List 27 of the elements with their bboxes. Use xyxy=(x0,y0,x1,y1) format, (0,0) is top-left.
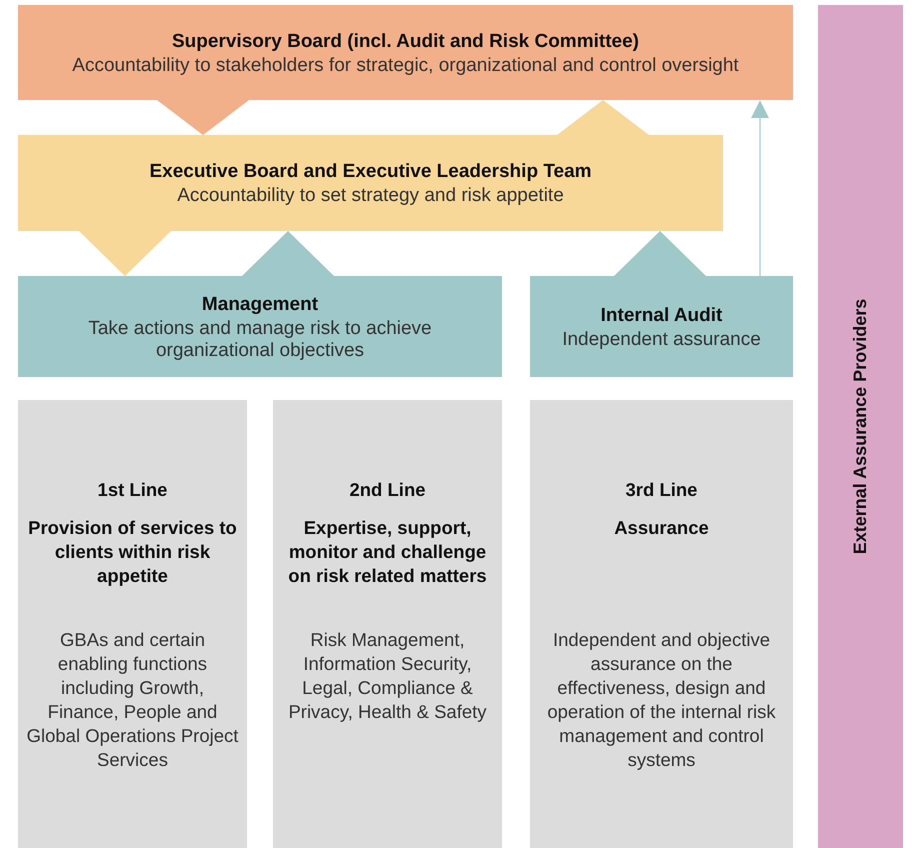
box-title: Management xyxy=(202,292,318,316)
column-description: Risk Management, Information Security, Legal, Compliance & Privacy, Health & Safety xyxy=(287,628,488,724)
line-column xyxy=(273,400,502,848)
box-description: Accountability to stakeholders for strategic, organizational and control oversight xyxy=(72,54,739,76)
side-band xyxy=(818,5,903,848)
governance-box xyxy=(18,5,793,100)
governance-box xyxy=(18,135,723,231)
box-title: Internal Audit xyxy=(600,304,722,328)
column-heading: 3rd Line xyxy=(624,478,698,502)
box-description: Accountability to set strategy and risk appetite xyxy=(177,185,564,207)
column-description: GBAs and certain enabling functions including Growth, Finance, People and Global Operations Project Services xyxy=(26,628,239,772)
column-subtitle: Expertise, support, monitor and challenge on risk related matters xyxy=(287,516,488,588)
column-heading: 2nd Line xyxy=(348,478,427,502)
line-column xyxy=(530,400,793,848)
column-subtitle: Assurance xyxy=(613,516,710,540)
band-title: External Assurance Providers xyxy=(849,298,871,554)
column-description: Independent and objective assurance on the effectiveness, design and operation of the internal risk management and control systems xyxy=(546,628,777,772)
governance-box xyxy=(530,276,793,377)
box-title: Supervisory Board (incl. Audit and Risk Committee) xyxy=(172,30,639,54)
box-title: Executive Board and Executive Leadership Team xyxy=(149,160,592,184)
column-heading: 1st Line xyxy=(96,478,168,502)
column-subtitle: Provision of services to clients within risk appetite xyxy=(27,516,238,588)
box-description: Independent assurance xyxy=(562,328,761,350)
line-column xyxy=(18,400,247,848)
box-description: Take actions and manage risk to achieve organizational objectives xyxy=(87,318,433,362)
governance-box xyxy=(18,276,502,377)
arrow xyxy=(751,100,769,276)
